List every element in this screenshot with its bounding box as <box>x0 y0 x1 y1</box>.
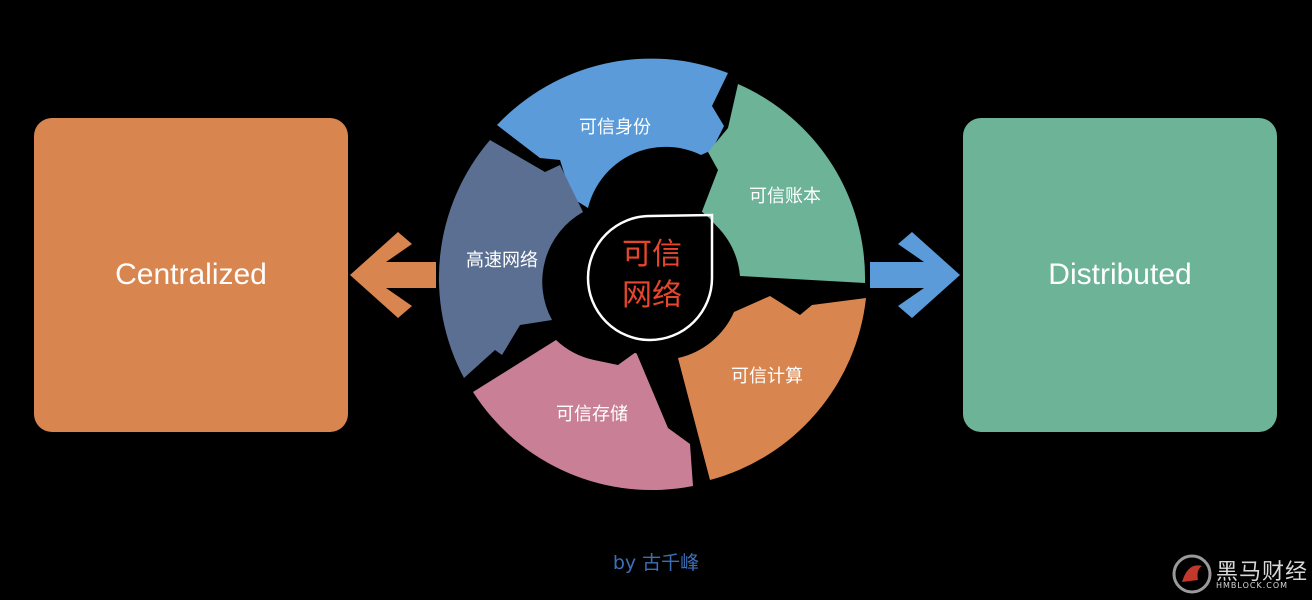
label-trusted-storage: 可信存储 <box>556 404 628 425</box>
segment-trusted-computing <box>678 296 866 480</box>
center-label-line2: 网络 <box>622 278 682 313</box>
segment-highspeed-network <box>438 140 583 378</box>
watermark: 黑马财经 HMBLOCK.COM <box>1170 552 1308 596</box>
label-trusted-ledger: 可信账本 <box>749 186 821 207</box>
horse-logo-icon <box>1172 554 1212 594</box>
segment-trusted-identity <box>497 58 728 208</box>
label-trusted-identity: 可信身份 <box>579 117 651 138</box>
centralized-label: Centralized <box>115 258 267 291</box>
center-label-line1: 可信 <box>622 237 682 272</box>
distributed-box: Distributed <box>963 118 1277 432</box>
right-arrow <box>870 232 960 318</box>
author-byline: by 古千峰 <box>612 552 700 574</box>
centralized-box: Centralized <box>34 118 348 432</box>
left-arrow <box>350 232 436 318</box>
watermark-text: 黑马财经 <box>1216 560 1309 585</box>
label-highspeed-network: 高速网络 <box>466 250 538 271</box>
label-trusted-computing: 可信计算 <box>731 366 803 387</box>
center-frame <box>586 213 714 342</box>
distributed-label: Distributed <box>1048 258 1192 291</box>
center-hub <box>573 195 733 355</box>
watermark-subtext: HMBLOCK.COM <box>1216 581 1289 590</box>
segment-trusted-ledger <box>701 84 866 283</box>
segment-trusted-storage <box>473 340 693 491</box>
